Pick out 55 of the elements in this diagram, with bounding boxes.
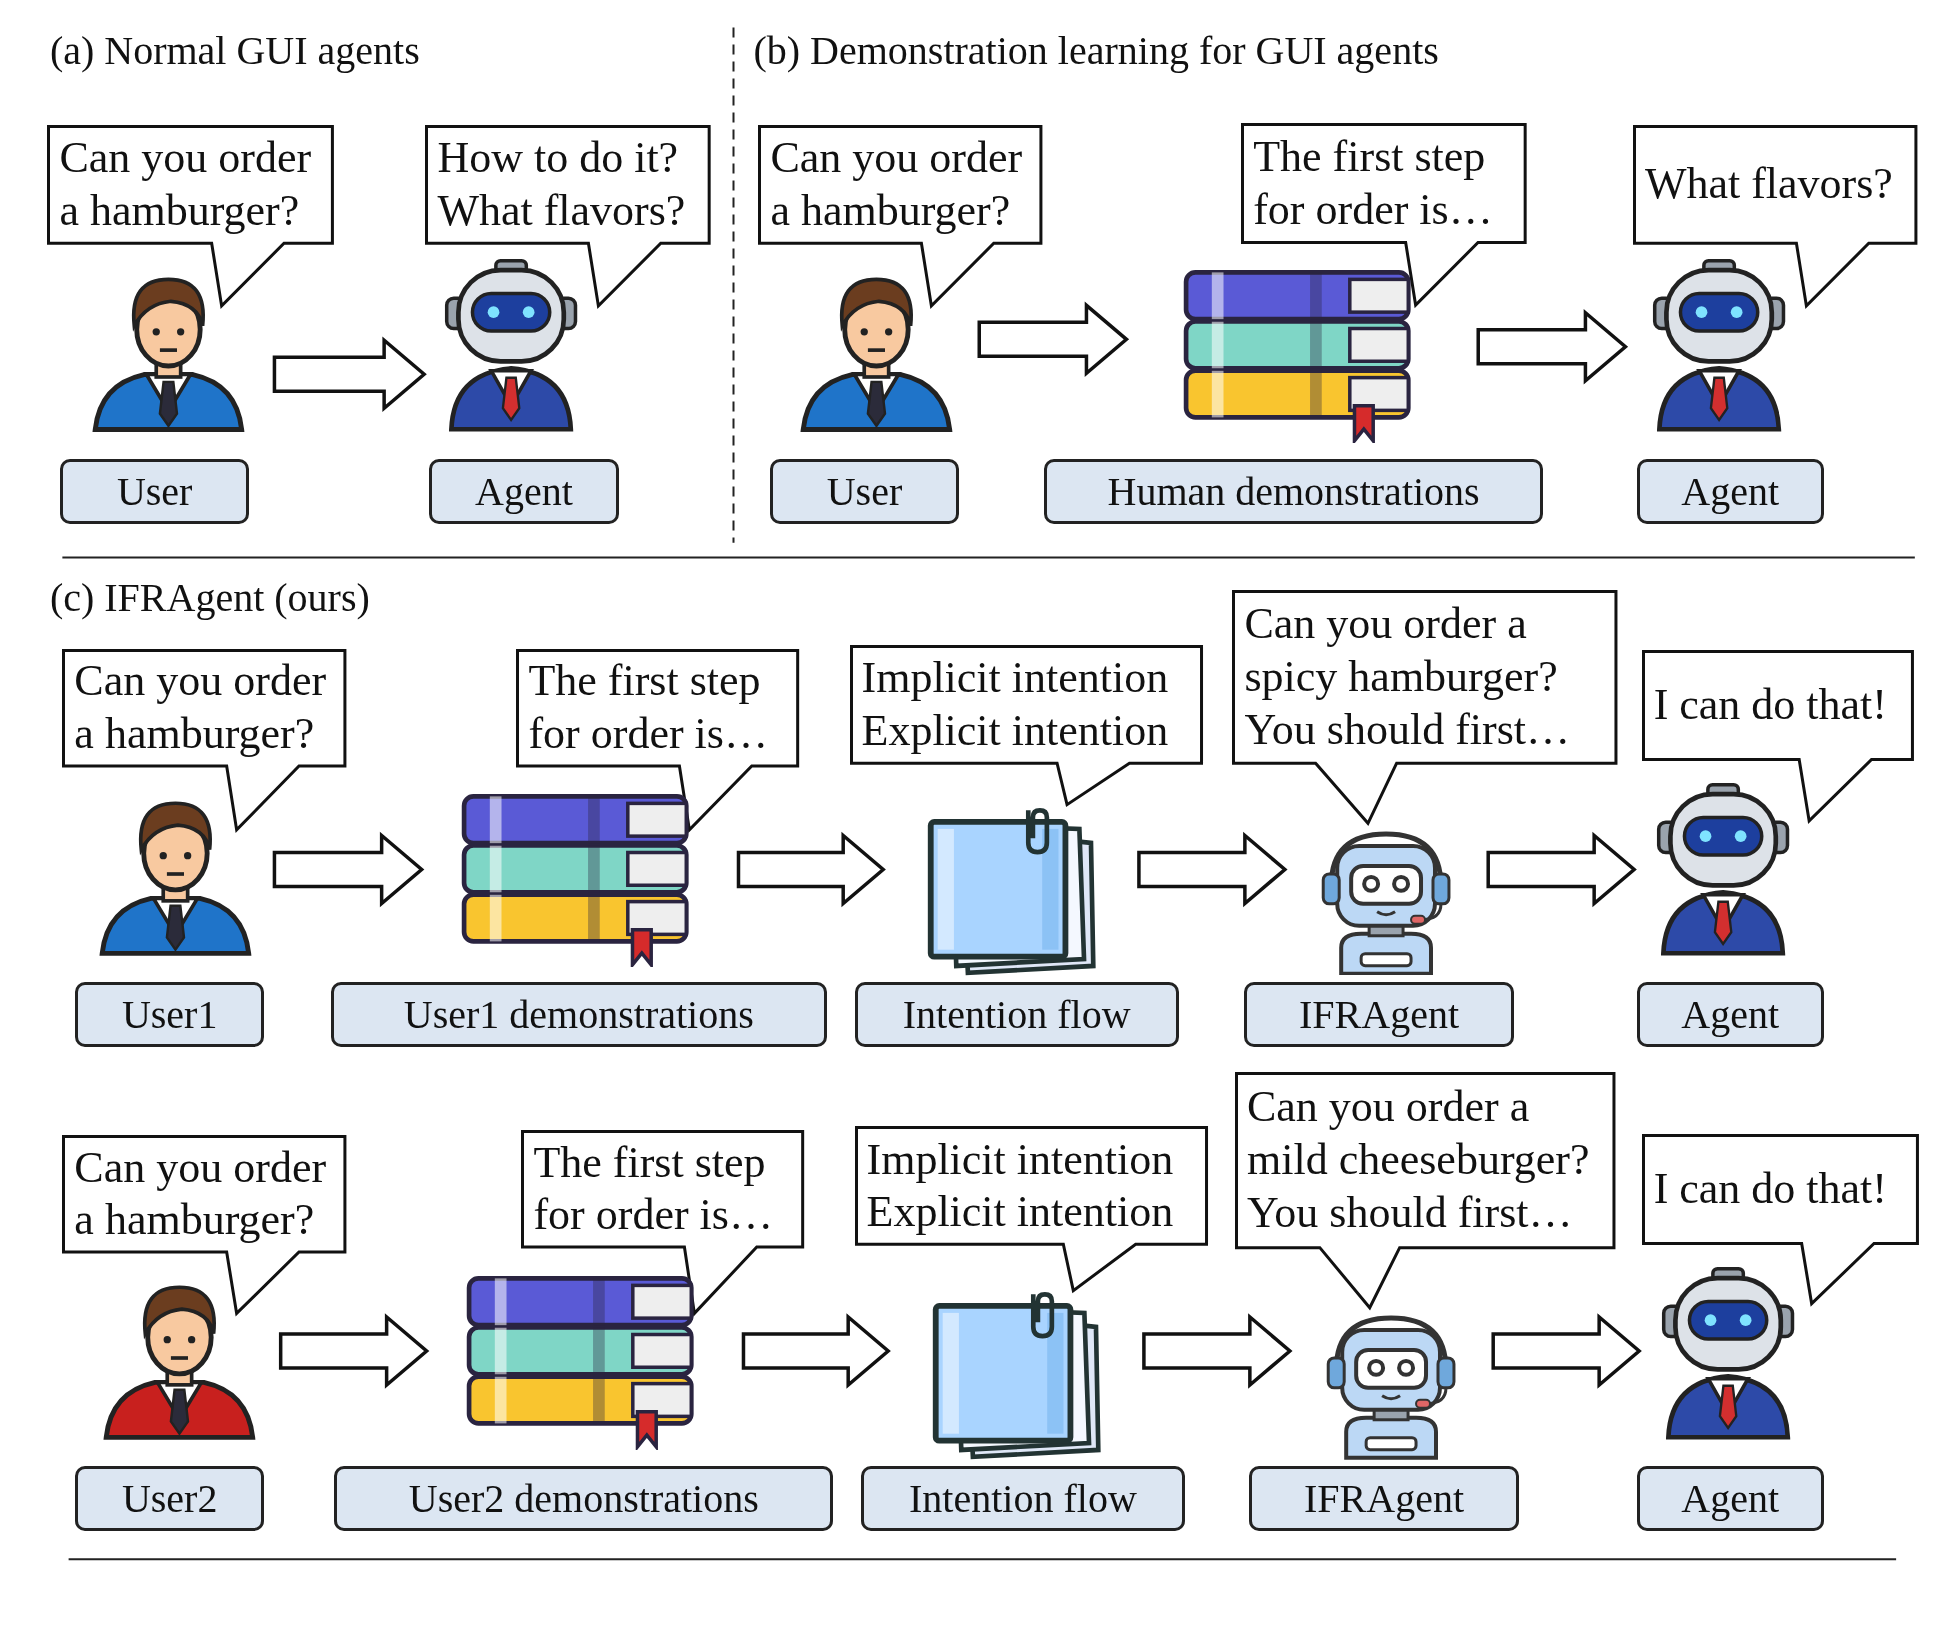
block-arrow <box>1137 831 1288 908</box>
name-tag: User <box>59 459 250 524</box>
bubble-text: I can do that! <box>1653 679 1888 731</box>
section-title: (a) Normal GUI agents <box>49 27 420 76</box>
block-arrow <box>736 831 886 908</box>
name-tag: IFRAgent <box>1248 1465 1520 1531</box>
block-arrow <box>272 336 427 412</box>
name-tag: Agent <box>429 459 619 524</box>
speech-bubble <box>62 1135 347 1314</box>
block-arrow <box>272 831 425 908</box>
speech-bubble <box>1232 590 1618 824</box>
speech-bubble <box>849 644 1203 805</box>
speech-bubble <box>1632 124 1918 306</box>
bubble-text: Can you order a hamburger? <box>74 1141 328 1247</box>
bubble-text: The first step for order is… <box>528 655 769 760</box>
section-title: (c) IFRAgent (ours) <box>49 573 370 622</box>
bubble-text: Implicit intention Explicit intention <box>866 1133 1175 1239</box>
speech-bubble <box>47 124 335 306</box>
bubble-text: Can you order a mild cheeseburger? You should first… <box>1246 1080 1591 1239</box>
name-tag: User2 <box>74 1465 265 1531</box>
block-arrow <box>1142 1313 1293 1389</box>
bubble-text: The first step for order is… <box>1253 131 1494 236</box>
speech-bubble <box>758 124 1043 306</box>
speech-bubble <box>1234 1071 1616 1308</box>
bubble-text: How to do it? What flavors? <box>437 131 687 237</box>
block-arrow <box>977 301 1130 378</box>
block-arrow <box>1486 831 1637 908</box>
section-title: (b) Demonstration learning for GUI agents <box>753 27 1439 76</box>
speech-bubble <box>1641 649 1914 821</box>
bubble-text: I can do that! <box>1653 1163 1888 1216</box>
bubble-text: Can you order a hamburger? <box>59 131 313 237</box>
block-arrow <box>1476 309 1629 385</box>
bubble-text: Can you order a spicy hamburger? You should first… <box>1244 598 1572 756</box>
block-arrow <box>1491 1313 1642 1389</box>
name-tag: IFRAgent <box>1243 981 1515 1047</box>
bubble-text: What flavors? <box>1644 158 1894 211</box>
name-tag: User <box>769 459 960 524</box>
name-tag: Human demonstrations <box>1044 459 1544 524</box>
name-tag: User2 demonstrations <box>334 1465 834 1531</box>
name-tag: Agent <box>1636 1465 1824 1531</box>
name-tag: Agent <box>1636 981 1824 1047</box>
block-arrow <box>741 1313 891 1389</box>
bubble-text: Implicit intention Explicit intention <box>861 652 1170 757</box>
name-tag: Intention flow <box>854 981 1179 1047</box>
bubble-text: Can you order a hamburger? <box>74 655 328 760</box>
block-arrow <box>278 1313 430 1389</box>
bubble-text: The first step for order is… <box>533 1136 774 1242</box>
name-tag: Agent <box>1636 459 1824 524</box>
name-tag: User1 demonstrations <box>330 981 828 1047</box>
speech-bubble <box>62 648 347 830</box>
speech-bubble <box>1641 1133 1919 1304</box>
speech-bubble <box>854 1126 1208 1292</box>
name-tag: User1 <box>74 981 265 1047</box>
bubble-text: Can you order a hamburger? <box>770 131 1024 237</box>
name-tag: Intention flow <box>860 1465 1186 1531</box>
